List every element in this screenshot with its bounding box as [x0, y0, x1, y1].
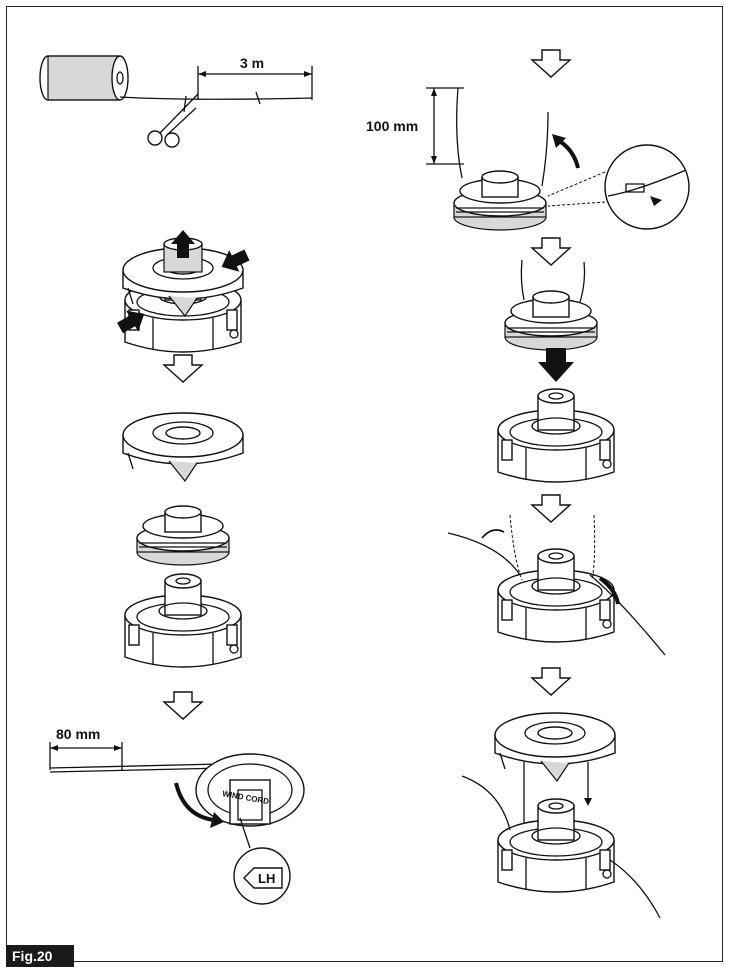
cord-guides	[509, 514, 596, 581]
lh-callout	[233, 817, 291, 905]
housing-threaded	[497, 548, 615, 643]
spool-with-leads	[504, 290, 598, 351]
spool-leads	[520, 259, 586, 303]
flow-arrow-down-icon	[531, 49, 571, 78]
rotate-arrow-head	[210, 812, 224, 828]
housing-part	[497, 388, 615, 483]
cord-threaded	[447, 532, 666, 656]
rotate-arrow-icon	[556, 138, 580, 169]
figure-frame	[6, 6, 723, 962]
end-length-label: 80 mm	[56, 726, 100, 742]
cord-line	[119, 96, 313, 100]
wound-spool	[453, 170, 547, 231]
flow-arrow-down-icon	[531, 237, 571, 266]
rotate-arrow-icon	[481, 529, 505, 539]
spool-part	[136, 505, 230, 566]
cord-ends	[49, 763, 226, 773]
rotate-arrow-icon	[174, 782, 215, 822]
housing-final	[497, 798, 615, 893]
flow-arrow-down-icon	[163, 691, 203, 720]
dimension-80mm	[49, 742, 123, 770]
direction-badge: LH	[258, 871, 275, 886]
notch-detail-callout	[547, 144, 690, 230]
rotate-arrow-head	[552, 134, 566, 148]
flow-arrow-down-icon	[163, 354, 203, 383]
dimension-3m	[197, 66, 313, 100]
cover-guide-lines	[523, 762, 592, 830]
figure-label: Fig.20	[6, 945, 74, 967]
cord-reel-icon	[39, 55, 129, 101]
cord-length-label: 3 m	[240, 55, 264, 71]
flow-arrow-down-icon	[531, 667, 571, 696]
cover-refit	[494, 712, 616, 782]
rotate-arrow-icon	[598, 576, 620, 605]
push-arrow-icon	[538, 348, 574, 382]
flow-arrow-down-icon	[531, 494, 571, 523]
cut-mark	[255, 91, 261, 105]
housing-part	[124, 573, 242, 668]
spool-top-view	[195, 753, 305, 827]
dimension-100mm	[426, 87, 464, 165]
cover-part	[122, 412, 244, 482]
cord-leads	[456, 87, 549, 187]
cord-final	[461, 775, 661, 919]
scissors-icon	[147, 93, 199, 148]
lead-length-label: 100 mm	[366, 118, 418, 134]
